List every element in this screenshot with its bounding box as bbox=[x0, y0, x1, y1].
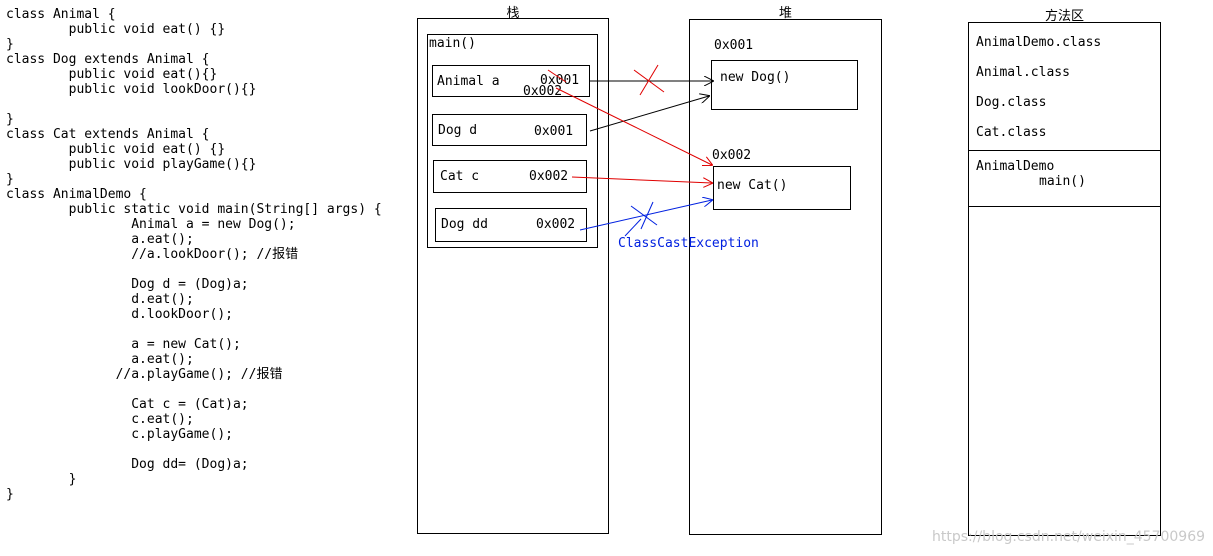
code-line: public static void main(String[] args) { bbox=[6, 202, 382, 217]
code-line: class Dog extends Animal { bbox=[6, 52, 210, 67]
var-value-dog-d: 0x001 bbox=[534, 124, 574, 139]
method-name: main() bbox=[1039, 174, 1086, 189]
heap-title: 堆 bbox=[778, 6, 792, 21]
method-area bbox=[968, 22, 1161, 536]
cross-mark bbox=[630, 205, 658, 226]
exception-label: ClassCastException bbox=[618, 236, 759, 251]
code-line: class AnimalDemo { bbox=[6, 187, 147, 202]
code-line: //a.playGame(); //报错 bbox=[6, 367, 283, 382]
code-line: d.eat(); bbox=[6, 292, 194, 307]
heap-object-dog-label: new Dog() bbox=[720, 70, 791, 85]
method-area-title: 方法区 bbox=[1044, 9, 1084, 24]
stack-var-cat-c bbox=[433, 160, 587, 193]
heap-object-cat bbox=[713, 166, 851, 210]
cross-mark bbox=[633, 69, 665, 93]
code-line: } bbox=[6, 112, 14, 127]
code-line: a.eat(); bbox=[6, 352, 194, 367]
var-value-animal-a: 0x001 bbox=[540, 73, 580, 88]
exception-leader bbox=[624, 218, 642, 237]
arrow-a-to-cat bbox=[547, 69, 567, 83]
code-line: a.eat(); bbox=[6, 232, 194, 247]
arrow-c-to-cat bbox=[571, 176, 712, 183]
code-line: Dog dd= (Dog)a; bbox=[6, 457, 249, 472]
code-line: public void lookDoor(){} bbox=[6, 82, 257, 97]
var-value-dog-dd: 0x002 bbox=[536, 217, 576, 232]
var-name-cat-c: Cat c bbox=[440, 169, 480, 184]
code-line: Animal a = new Dog(); bbox=[6, 217, 296, 232]
arrow-a-to-cat bbox=[555, 87, 712, 165]
code-line: public void playGame(){} bbox=[6, 157, 257, 172]
cross-mark bbox=[640, 201, 654, 230]
var-name-dog-dd: Dog dd bbox=[441, 217, 488, 232]
code-line: class Cat extends Animal { bbox=[6, 127, 210, 142]
code-line: Cat c = (Cat)a; bbox=[6, 397, 249, 412]
var-name-animal-a: Animal a bbox=[437, 74, 500, 89]
code-line: c.eat(); bbox=[6, 412, 194, 427]
class-entry: Animal.class bbox=[976, 65, 1070, 80]
method-class-name: AnimalDemo bbox=[976, 159, 1055, 174]
cross-mark bbox=[639, 64, 659, 96]
stack-var-animal-a bbox=[432, 65, 590, 97]
code-line: } bbox=[6, 472, 77, 487]
code-line: d.lookDoor(); bbox=[6, 307, 233, 322]
var-name-dog-d: Dog d bbox=[438, 123, 478, 138]
stack-area bbox=[417, 18, 609, 534]
code-line: Dog d = (Dog)a; bbox=[6, 277, 249, 292]
stack-var-dog-d bbox=[432, 114, 587, 146]
code-line: public void eat() {} bbox=[6, 22, 226, 37]
code-line: c.playGame(); bbox=[6, 427, 233, 442]
arrow-d-to-dog bbox=[589, 96, 709, 132]
var-value-animal-a-new: 0x002 bbox=[523, 84, 563, 99]
code-line: } bbox=[6, 487, 14, 502]
watermark: https://blog.csdn.net/weixin_45700969 bbox=[932, 529, 1206, 545]
var-value-cat-c: 0x002 bbox=[529, 169, 569, 184]
method-area-divider bbox=[968, 150, 1161, 151]
code-line: public void eat() {} bbox=[6, 142, 226, 157]
source-code: class Animal { public void eat() {}}clas… bbox=[6, 7, 382, 502]
class-entry: Dog.class bbox=[976, 95, 1047, 110]
heap-address-dog: 0x001 bbox=[714, 38, 754, 53]
code-line: a = new Cat(); bbox=[6, 337, 241, 352]
main-frame bbox=[427, 34, 598, 248]
class-entry: Cat.class bbox=[976, 125, 1047, 140]
code-line: } bbox=[6, 172, 14, 187]
heap-address-cat: 0x002 bbox=[712, 148, 752, 163]
code-line: //a.lookDoor(); //报错 bbox=[6, 247, 299, 262]
arrow-dd-to-cat bbox=[579, 200, 712, 231]
code-line: } bbox=[6, 37, 14, 52]
method-area-divider bbox=[968, 206, 1161, 207]
class-entry: AnimalDemo.class bbox=[976, 35, 1102, 50]
stack-var-dog-dd bbox=[435, 208, 587, 242]
stack-title: 栈 bbox=[506, 6, 520, 21]
code-line: public void eat(){} bbox=[6, 67, 218, 82]
code-line: class Animal { bbox=[6, 7, 116, 22]
main-frame-label: main() bbox=[429, 36, 476, 51]
heap-object-cat-label: new Cat() bbox=[717, 178, 788, 193]
heap-area bbox=[689, 19, 882, 535]
